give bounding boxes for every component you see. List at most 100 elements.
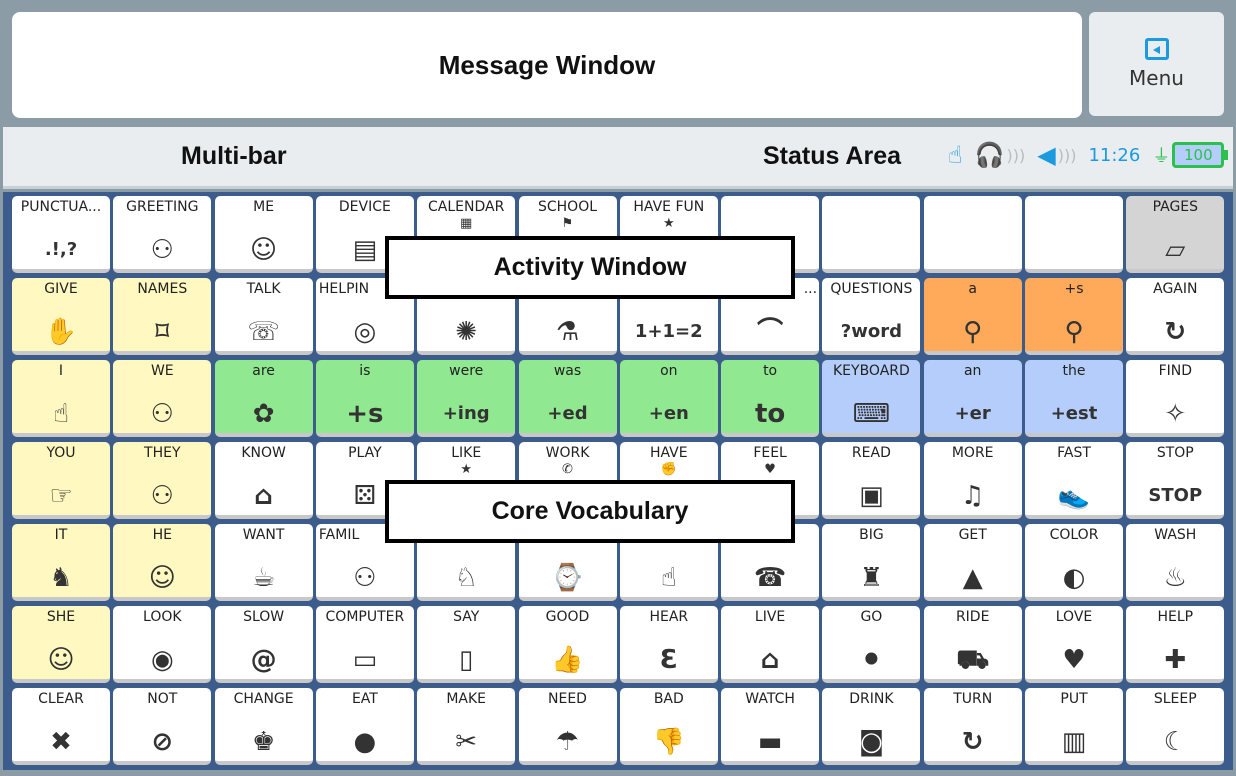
vocab-cell-it[interactable]: IT♞ xyxy=(12,524,110,601)
vocab-cell-eat[interactable]: EAT● xyxy=(315,688,414,765)
vocab-cell-give[interactable]: GIVE ✋ xyxy=(12,278,110,355)
symbol-icon: ▬ xyxy=(757,727,783,757)
vocab-cell-empty[interactable] xyxy=(822,196,921,273)
vocab-cell-they[interactable]: THEY⚇ xyxy=(113,442,212,519)
vocab-cell-ride[interactable]: RIDE⛟ xyxy=(923,606,1022,683)
cell-label: GIVE xyxy=(44,281,78,297)
symbol-icon: ✋ xyxy=(44,317,78,347)
vocab-cell-color[interactable]: COLOR◐ xyxy=(1025,524,1123,601)
vocab-cell-me[interactable]: ME☺ xyxy=(214,196,313,273)
cell-label: HEAR xyxy=(649,609,689,625)
symbol-icon: 👎 xyxy=(652,727,685,757)
vocab-cell-computer[interactable]: COMPUTER▭ xyxy=(315,606,414,683)
vocab-cell-clear[interactable]: CLEAR✖ xyxy=(12,688,110,765)
vocab-cell-she[interactable]: SHE☺ xyxy=(12,606,110,683)
vocab-cell-greeting[interactable]: GREETING⚇ xyxy=(113,196,212,273)
vocab-cell-a[interactable]: a⚲ xyxy=(923,278,1022,355)
vocab-cell-love[interactable]: LOVE♥ xyxy=(1025,606,1123,683)
vocab-cell-were[interactable]: were+ing xyxy=(417,360,516,437)
vocab-cell-+s[interactable]: +s⚲ xyxy=(1025,278,1123,355)
vocab-cell-on[interactable]: on+en xyxy=(619,360,718,437)
vocab-cell-he[interactable]: HE☺ xyxy=(113,524,212,601)
vocab-cell-an[interactable]: an+er xyxy=(923,360,1022,437)
vocab-cell-names[interactable]: NAMES⌑ xyxy=(113,278,212,355)
vocab-cell-empty[interactable] xyxy=(923,196,1022,273)
vocab-cell-wash[interactable]: WASH♨ xyxy=(1126,524,1225,601)
symbol-icon: ☺ xyxy=(250,235,278,265)
cell-label: WASH xyxy=(1154,527,1197,543)
vocab-cell-punctua[interactable]: PUNCTUA....!,? xyxy=(12,196,110,273)
vocab-cell-keyboard[interactable]: KEYBOARD⌨ xyxy=(822,360,921,437)
cell-label: TALK xyxy=(246,281,281,297)
vocab-cell-need[interactable]: NEED☂ xyxy=(518,688,617,765)
cell-label: to xyxy=(763,363,778,379)
speaker-icon[interactable]: ◀ xyxy=(1037,141,1056,169)
vocab-cell-change[interactable]: CHANGE♚ xyxy=(214,688,313,765)
cell-label: DEVICE xyxy=(338,199,391,215)
symbol-icon: ♥ xyxy=(1062,645,1086,675)
vocab-cell-sleep[interactable]: SLEEP☾ xyxy=(1126,688,1225,765)
vocab-cell-questions[interactable]: QUESTIONS?word xyxy=(822,278,921,355)
vocab-cell-we[interactable]: WE⚇ xyxy=(113,360,212,437)
vocab-cell-make[interactable]: MAKE✂ xyxy=(417,688,516,765)
vocab-cell-talk[interactable]: TALK☏ xyxy=(214,278,313,355)
vocab-cell-i[interactable]: I☝ xyxy=(12,360,110,437)
vocab-cell-get[interactable]: GET▲ xyxy=(923,524,1022,601)
vocab-cell-say[interactable]: SAY▯ xyxy=(417,606,516,683)
vocab-cell-live[interactable]: LIVE⌂ xyxy=(721,606,820,683)
vocab-cell-know[interactable]: KNOW⌂ xyxy=(214,442,313,519)
vocab-cell-slow[interactable]: SLOW@ xyxy=(214,606,313,683)
vocab-cell-big[interactable]: BIG♜ xyxy=(822,524,921,601)
vocab-cell-go[interactable]: GO⚫ xyxy=(822,606,921,683)
symbol-icon: ♜ xyxy=(859,563,884,593)
vocab-cell-watch[interactable]: WATCH▬ xyxy=(721,688,820,765)
cell-label: READ xyxy=(851,445,891,461)
cell-label: the xyxy=(1062,363,1086,379)
vocab-cell-want[interactable]: WANT☕ xyxy=(214,524,313,601)
vocab-cell-not[interactable]: NOT⊘ xyxy=(113,688,212,765)
vocab-cell-is[interactable]: is+s xyxy=(315,360,414,437)
cell-label: EAT xyxy=(351,691,378,707)
vocab-cell-good[interactable]: GOOD👍 xyxy=(518,606,617,683)
symbol-icon: ⌂ xyxy=(760,645,780,675)
vocab-cell-more[interactable]: MORE♫ xyxy=(923,442,1022,519)
vocab-cell-find[interactable]: FIND✧ xyxy=(1126,360,1225,437)
vocab-cell-read[interactable]: READ▣ xyxy=(822,442,921,519)
vocab-cell-turn[interactable]: TURN↻ xyxy=(923,688,1022,765)
vocab-cell-you[interactable]: YOU☞ xyxy=(12,442,110,519)
vocab-cell-empty[interactable] xyxy=(1025,196,1123,273)
cell-label: AGAIN xyxy=(1153,281,1198,297)
vocab-cell-was[interactable]: was+ed xyxy=(518,360,617,437)
vocab-cell-are[interactable]: are✿ xyxy=(214,360,313,437)
vocab-cell-drink[interactable]: DRINK◙ xyxy=(822,688,921,765)
message-window[interactable]: Message Window xyxy=(12,12,1082,118)
vocab-cell-again[interactable]: AGAIN↻ xyxy=(1126,278,1225,355)
cell-label: GO xyxy=(860,609,883,625)
headphones-icon[interactable]: 🎧 xyxy=(974,141,1005,169)
cell-label: MORE xyxy=(951,445,994,461)
symbol-icon: ⊘ xyxy=(151,727,174,757)
activity-window-overlay: Activity Window xyxy=(385,236,795,299)
symbol-icon: ↻ xyxy=(961,727,984,757)
vocab-cell-famil[interactable]: FAMIL⚇ xyxy=(315,524,414,601)
vocab-cell-pages[interactable]: PAGES▱ xyxy=(1126,196,1225,273)
vocab-cell-help[interactable]: HELP✚ xyxy=(1126,606,1225,683)
symbol-icon: ☂ xyxy=(555,727,580,757)
vocab-cell-the[interactable]: the+est xyxy=(1025,360,1123,437)
touch-icon[interactable]: ☝ xyxy=(948,141,963,169)
cell-label: RIDE xyxy=(955,609,990,625)
symbol-icon: +er xyxy=(954,403,991,424)
cell-label: I xyxy=(58,363,64,379)
vocab-cell-bad[interactable]: BAD👎 xyxy=(619,688,718,765)
vocab-cell-put[interactable]: PUT▥ xyxy=(1025,688,1123,765)
cell-label: PUNCTUA... xyxy=(20,199,102,215)
vocab-cell-look[interactable]: LOOK◉ xyxy=(113,606,212,683)
cell-label: HE xyxy=(152,527,172,543)
menu-button[interactable]: Menu xyxy=(1089,12,1224,116)
symbol-icon: ♥ xyxy=(764,462,776,477)
cell-label: CHANGE xyxy=(233,691,294,707)
vocab-cell-fast[interactable]: FAST👟 xyxy=(1025,442,1123,519)
